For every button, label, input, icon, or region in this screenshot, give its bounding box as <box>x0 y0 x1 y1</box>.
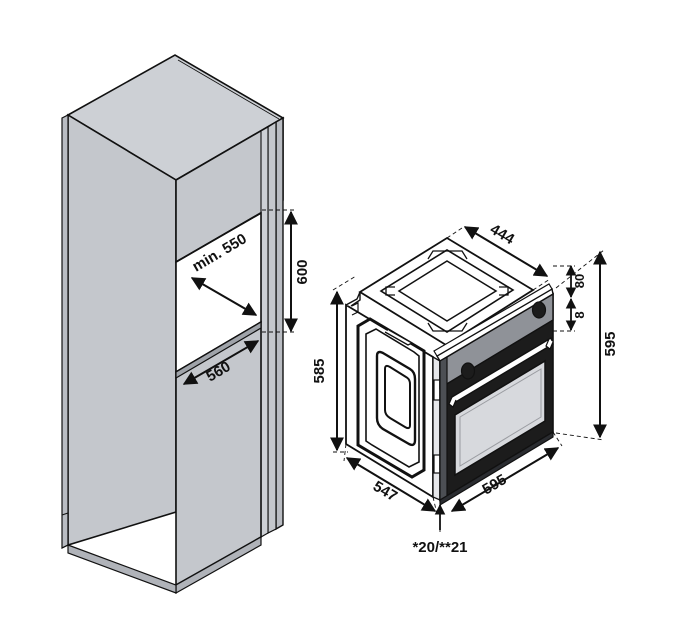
dim-oven-body-height: 585 <box>311 275 357 453</box>
dim-oven-front-offset-label: *20/**21 <box>412 539 467 556</box>
oven-assembly: 444 80 8 595 585 <box>311 221 619 556</box>
cabinet-left-face <box>67 113 177 547</box>
cabinet-top-seam <box>174 54 284 119</box>
oven-door-inner-window-core <box>384 364 411 430</box>
dim-oven-front-offset: *20/**21 <box>412 500 468 556</box>
cabinet-right-stile <box>275 116 284 531</box>
oven-knob-right[interactable] <box>531 301 547 319</box>
cabinet-top-seam2 <box>177 59 280 120</box>
dim-niche-height-label: 600 <box>294 259 311 284</box>
cabinet-base-notch <box>61 512 69 549</box>
dim-oven-depth-top-label: 444 <box>487 221 518 249</box>
dim-oven-body-depth-label: 547 <box>370 478 400 505</box>
cabinet-base-left <box>67 544 177 594</box>
oven-hinge-block-top <box>433 379 441 401</box>
oven-top-cavity-inner <box>397 260 498 322</box>
oven-knob-left[interactable] <box>460 362 476 380</box>
cabinet-right-stile-inner <box>267 120 277 534</box>
oven-hinge-bracket <box>345 291 361 307</box>
oven-top-tab-e <box>499 286 509 296</box>
oven-hinge-notch <box>351 302 359 316</box>
oven-hinge-block-bottom <box>433 454 441 474</box>
cabinet-left-edge-strip <box>61 114 69 549</box>
dim-oven-trim-gap-label: 8 <box>572 311 587 318</box>
dim-oven-body-height-label: 585 <box>311 358 328 383</box>
oven-top-tab-s <box>427 322 468 332</box>
oven-door-left-edge <box>439 355 448 502</box>
oven-top-trim-2 <box>433 283 553 357</box>
dim-oven-height-total-label: 595 <box>602 331 619 356</box>
dim-oven-height-total: 595 <box>555 249 619 441</box>
niche-top-edge <box>175 212 262 263</box>
dim-oven-trim-top: 80 <box>553 264 587 299</box>
oven-top-tab-w <box>385 286 395 296</box>
cabinet-assembly: min. 550 600 560 <box>61 54 311 595</box>
oven-handle-mount-left <box>448 396 457 408</box>
oven-door-latch <box>384 329 414 346</box>
dim-oven-trim-top-label: 80 <box>572 274 587 288</box>
dim-oven-trim-gap: 8 <box>553 297 587 332</box>
oven-handle-mount-right <box>545 338 554 350</box>
dim-niche-height: 600 <box>262 209 311 333</box>
oven-hinge-strip <box>432 355 441 501</box>
